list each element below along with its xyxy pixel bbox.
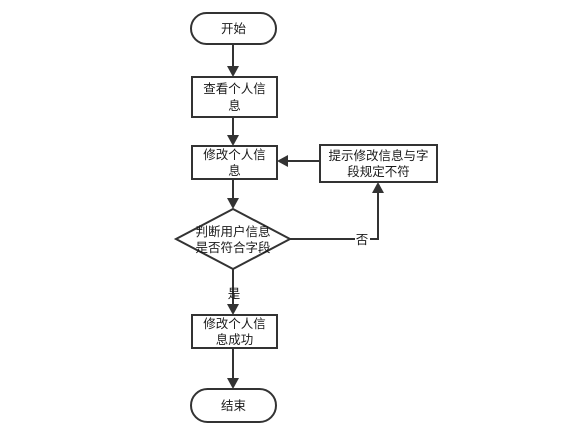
edit-success-node: 修改个人信 息成功 (191, 314, 278, 349)
edit-info-node: 修改个人信 息 (191, 145, 278, 180)
end-terminator (190, 388, 277, 423)
end-node: 结束 (190, 388, 277, 423)
notify-mismatch-label-line-1: 提示修改信息与字 (328, 148, 428, 163)
edge-check-to-notify (290, 191, 379, 240)
arrowhead-check-to-success (227, 304, 239, 315)
check-fields-decision (173, 207, 293, 271)
edit-info-label-line-2: 息 (228, 163, 241, 178)
arrowhead-success-to-end (227, 378, 239, 389)
no-label-background (355, 231, 370, 247)
check-fields-label-line-2: 是否符合字段 (195, 240, 270, 255)
notify-mismatch-label-line-2: 段规定不符 (347, 164, 410, 179)
edge-label-no: 否 (356, 232, 369, 247)
arrowhead-check-to-notify (372, 182, 384, 193)
edit-info-label-line-1: 修改个人信 (203, 147, 266, 162)
arrowhead-edit-to-check (227, 198, 239, 209)
start-label: 开始 (221, 21, 247, 36)
end-label: 结束 (221, 398, 247, 413)
view-info-box (191, 76, 278, 118)
check-fields-node: 判断用户信息 是否符合字段 (173, 207, 293, 271)
edge-label-yes: 是 (228, 286, 241, 301)
arrowhead-view-to-edit (227, 135, 239, 146)
notify-mismatch-node: 提示修改信息与字 段规定不符 (319, 144, 438, 183)
view-info-label-line-1: 查看个人信 (203, 81, 266, 96)
edit-success-label-line-1: 修改个人信 (203, 316, 266, 331)
arrowhead-notify-to-edit (277, 155, 288, 167)
notify-mismatch-box (319, 144, 438, 183)
edit-info-box (191, 145, 278, 180)
start-node: 开始 (190, 12, 277, 45)
view-info-node: 查看个人信 息 (191, 76, 278, 118)
start-terminator (190, 12, 277, 45)
view-info-label-line-2: 息 (228, 98, 241, 113)
edit-success-label-line-2: 息成功 (216, 332, 254, 347)
arrowhead-start-to-view (227, 66, 239, 77)
edit-success-box (191, 314, 278, 349)
check-fields-label-line-1: 判断用户信息 (195, 224, 270, 239)
